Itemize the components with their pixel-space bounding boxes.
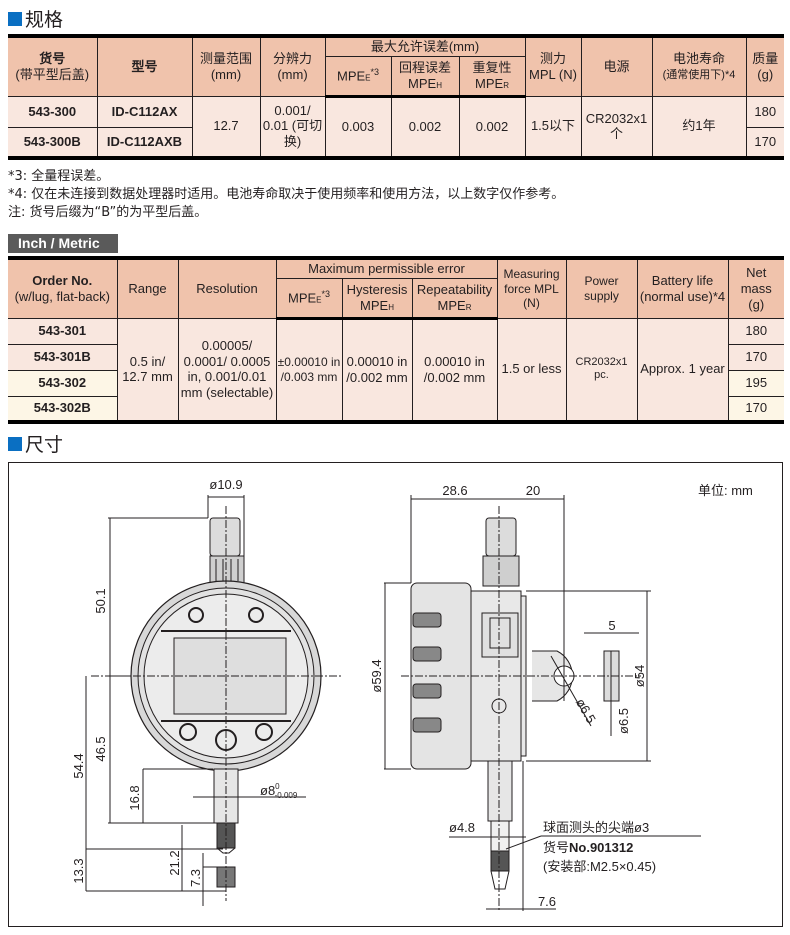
resolution-cell: 0.001/ 0.01 (可切换) [259, 95, 326, 159]
header-force: Measuring force MPL (N) [496, 257, 567, 319]
dim-stem-diameter: ø80-0.009 [260, 782, 298, 800]
unit-label: 单位: mm [698, 483, 753, 498]
order-no-cell: 543-302B [8, 395, 118, 423]
dim-body-diameter: ø59.4 [369, 659, 384, 692]
dim-height-mid: 46.5 [93, 736, 108, 761]
header-resolution: Resolution [177, 257, 277, 319]
section-square-icon [8, 11, 22, 26]
header-battery: Battery life(normal use)*4 [636, 257, 729, 319]
model-cell: ID-C112AX [96, 95, 193, 128]
header-order-no: Order No.(w/lug, flat-back) [8, 257, 118, 319]
mass-cell: 180 [745, 95, 784, 128]
dimensions-heading: 尺寸 [8, 430, 63, 457]
dim-tip-diameter: ø4.8 [449, 820, 475, 835]
dimensions-heading-text: 尺寸 [25, 434, 64, 456]
dim-offset: 7.6 [538, 894, 556, 909]
dim-hole-diameter: ø6.5 [573, 696, 599, 726]
dimension-drawing: ø10.9 50.1 46.5 54.4 16.8 ø80-0.009 21.2… [8, 462, 783, 927]
header-mass: Net mass(g) [727, 257, 784, 319]
mass-cell: 170 [727, 395, 784, 423]
order-no-cell: 543-301 [8, 317, 118, 345]
force-cell: 1.5以下 [524, 95, 582, 159]
header-power: 电源 [580, 35, 653, 97]
header-range: 测量范围(mm) [191, 35, 261, 97]
mass-cell: 180 [727, 317, 784, 345]
table-row: 543-300B ID-C112AXB 170 [8, 126, 784, 159]
front-view [85, 495, 341, 906]
dim-height-total: 54.4 [71, 753, 86, 778]
header-range: Range [116, 257, 179, 319]
header-mpe-e: MPEE*3 [276, 277, 343, 320]
dim-lug-width: 5 [608, 618, 615, 633]
power-cell: CR2032x1个 [580, 95, 653, 159]
battery-cell: Approx. 1 year [636, 317, 729, 423]
range-cell: 0.5 in/ 12.7 mm [116, 317, 179, 423]
table-row: 543-301 0.5 in/ 12.7 mm 0.00005/ 0.0001/… [8, 317, 784, 423]
header-resolution: 分辨力(mm) [259, 35, 326, 97]
table-row: 543-300 ID-C112AX 12.7 0.001/ 0.01 (可切换)… [8, 95, 784, 159]
order-no-cell: 543-302 [8, 369, 118, 397]
mpe-e-cell: ±0.00010 in /0.003 mm [275, 317, 343, 423]
dim-cap-diameter: ø10.9 [209, 477, 242, 492]
table-row: 543-302B 170 [8, 395, 784, 423]
mpe-h-cell: 0.002 [390, 95, 460, 159]
model-cell: ID-C112AXB [96, 126, 193, 159]
order-no-cell: 543-300 [8, 95, 98, 128]
spec-heading: 规格 [8, 5, 63, 32]
dim-hole-diameter-2: ø6.5 [616, 708, 631, 734]
mpe-r-cell: 0.002 [458, 95, 526, 159]
side-view [384, 495, 701, 911]
tip-note-2: 货号No.901312 [543, 840, 633, 855]
mpe-h-cell: 0.00010 in /0.002 mm [341, 317, 413, 423]
note-b-suffix: 注: 货号后缀为“B”的为平型后盖。 [8, 205, 208, 220]
header-mass: 质量(g) [745, 35, 784, 97]
dim-lug-diameter: ø54 [632, 665, 647, 687]
notes: *3: 全量程误差。 *4: 仅在未连接到数据处理器时适用。电池寿命取决于使用频… [8, 168, 564, 222]
tip-note-1: 球面测头的尖端ø3 [543, 820, 649, 835]
dim-21-2: 21.2 [167, 850, 182, 875]
range-cell: 12.7 [191, 95, 261, 159]
header-mpe-e: MPEE*3 [325, 55, 392, 98]
resolution-cell: 0.00005/ 0.0001/ 0.0005 in, 0.001/0.01 m… [177, 317, 277, 423]
inch-metric-tab: Inch / Metric [8, 234, 118, 253]
power-cell: CR2032x1 pc. [565, 317, 638, 423]
header-mpe-group: 最大允许误差(mm) [324, 35, 526, 57]
dim-front-width: 20 [526, 483, 540, 498]
force-cell: 1.5 or less [496, 317, 567, 423]
header-model: 型号 [96, 35, 193, 97]
order-no-cell: 543-301B [8, 343, 118, 371]
dim-7-3: 7.3 [188, 869, 203, 887]
order-no-cell: 543-300B [8, 126, 98, 159]
mass-cell: 170 [745, 126, 784, 159]
mass-cell: 195 [727, 369, 784, 397]
battery-cell: 约1年 [651, 95, 747, 159]
dim-back-width: 28.6 [442, 483, 467, 498]
note-3: *3: 全量程误差。 [8, 169, 110, 184]
mpe-r-cell: 0.00010 in /0.002 mm [411, 317, 498, 423]
tip-note-3: (安装部:M2.5×0.45) [543, 859, 656, 874]
section-square-icon [8, 436, 22, 451]
spec-heading-text: 规格 [25, 9, 64, 31]
header-order-no: 货号(带平型后盖) [8, 35, 98, 97]
dim-13-3: 13.3 [71, 858, 86, 883]
drawing-svg: ø10.9 50.1 46.5 54.4 16.8 ø80-0.009 21.2… [71, 477, 753, 911]
dim-stem-length: 16.8 [127, 785, 142, 810]
header-mpe-group: Maximum permissible error [275, 257, 498, 279]
table-row: 543-302 195 [8, 369, 784, 397]
header-battery: 电池寿命(通常使用下)*4 [651, 35, 747, 97]
spec-table-inch: Order No.(w/lug, flat-back) Range Resolu… [8, 256, 784, 424]
dim-height-top: 50.1 [93, 588, 108, 613]
mass-cell: 170 [727, 343, 784, 371]
spec-table-cn: 货号(带平型后盖) 型号 测量范围(mm) 分辨力(mm) 最大允许误差(mm)… [8, 34, 784, 160]
mpe-e-cell: 0.003 [324, 95, 392, 159]
note-4: *4: 仅在未连接到数据处理器时适用。电池寿命取决于使用频率和使用方法，以上数字… [8, 187, 565, 202]
header-power: Power supply [565, 257, 638, 319]
